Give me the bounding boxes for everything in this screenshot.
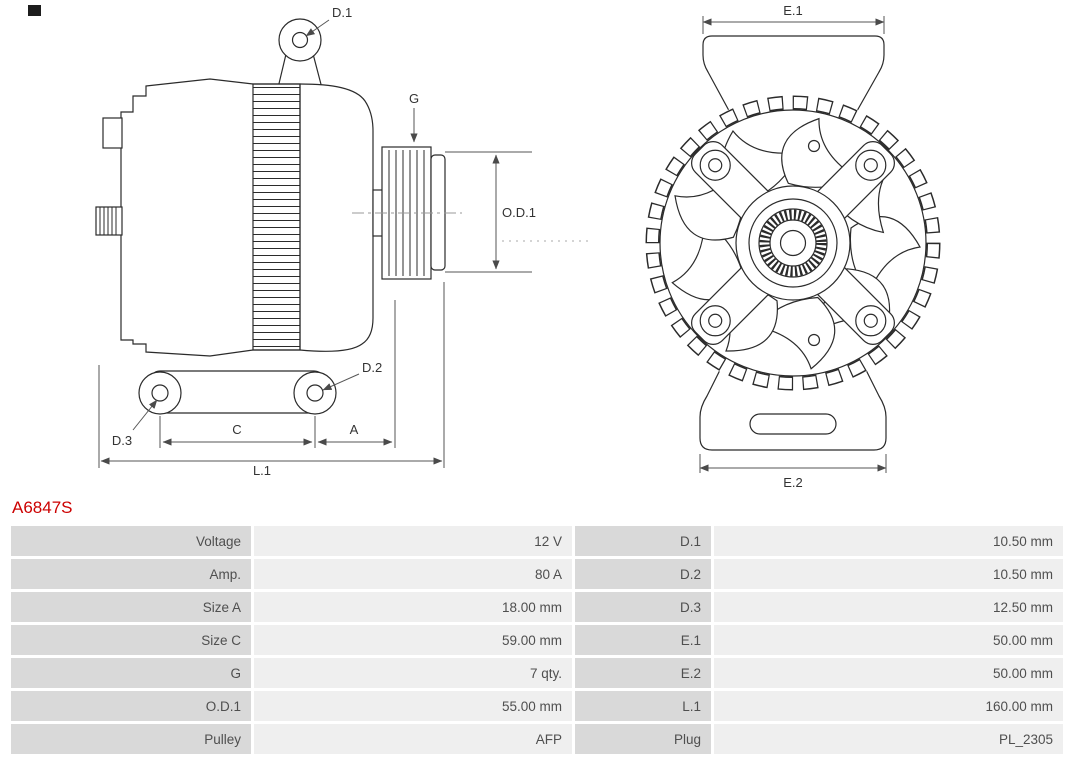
side-view-labels: D.1 G O.D.1 D.2 D.3 C A L.1 xyxy=(112,5,536,478)
spec-value-cell: 55.00 mm xyxy=(254,691,572,721)
small-bolt-bottom xyxy=(807,333,821,347)
dim-label-d3: D.3 xyxy=(112,433,132,448)
alternator-body xyxy=(120,78,374,357)
spec-label-cell: Pulley xyxy=(11,724,251,754)
bottom-slot xyxy=(749,413,837,435)
spec-value-cell: 10.50 mm xyxy=(714,559,1063,589)
mount-hole-d3 xyxy=(151,384,169,402)
vent-teeth-outline xyxy=(645,95,941,391)
spec-value-cell: 12 V xyxy=(254,526,572,556)
part-number: A6847S xyxy=(12,498,73,517)
spec-value-cell: 59.00 mm xyxy=(254,625,572,655)
front-view xyxy=(645,35,941,451)
spec-label-cell: E.1 xyxy=(575,625,711,655)
front-view-dimensions xyxy=(699,16,887,473)
spec-row: O.D.1 55.00 mm L.1 160.00 mm xyxy=(11,691,1063,721)
spec-label-cell: L.1 xyxy=(575,691,711,721)
spec-value-cell: 160.00 mm xyxy=(714,691,1063,721)
spec-value-cell: 50.00 mm xyxy=(714,625,1063,655)
side-view-dimensions xyxy=(98,19,592,468)
small-bolt-top xyxy=(807,139,821,153)
spec-label-cell: Size C xyxy=(11,625,251,655)
spec-label-cell: Voltage xyxy=(11,526,251,556)
spec-value-cell: 10.50 mm xyxy=(714,526,1063,556)
spec-label-cell: D.3 xyxy=(575,592,711,622)
spec-label-cell: O.D.1 xyxy=(11,691,251,721)
dim-label-e2: E.2 xyxy=(783,475,803,490)
spec-row: Size A 18.00 mm D.3 12.50 mm xyxy=(11,592,1063,622)
dim-label-g: G xyxy=(409,91,419,106)
front-view-labels: E.1 E.2 xyxy=(783,3,803,490)
spec-row: Pulley AFP Plug PL_2305 xyxy=(11,724,1063,754)
spec-value-cell: 18.00 mm xyxy=(254,592,572,622)
dim-label-d2: D.2 xyxy=(362,360,382,375)
spec-label-cell: D.1 xyxy=(575,526,711,556)
spec-label-cell: G xyxy=(11,658,251,688)
leader-d1 xyxy=(305,19,330,37)
leader-d2 xyxy=(322,373,360,391)
spec-value-cell: 80 A xyxy=(254,559,572,589)
spec-label-cell: D.2 xyxy=(575,559,711,589)
technical-drawing: D.1 G O.D.1 D.2 D.3 C A L.1 xyxy=(28,3,941,490)
spec-label-cell: E.2 xyxy=(575,658,711,688)
dim-label-d1: D.1 xyxy=(332,5,352,20)
spec-row: Amp. 80 A D.2 10.50 mm xyxy=(11,559,1063,589)
spec-row: Size C 59.00 mm E.1 50.00 mm xyxy=(11,625,1063,655)
spec-label-cell: Size A xyxy=(11,592,251,622)
spec-label-cell: Amp. xyxy=(11,559,251,589)
dim-label-c: C xyxy=(232,422,241,437)
spec-value-cell: 7 qty. xyxy=(254,658,572,688)
dim-label-a: A xyxy=(350,422,359,437)
mount-hole-d1-bore xyxy=(291,31,309,49)
spec-value-cell: PL_2305 xyxy=(714,724,1063,754)
dim-label-od1: O.D.1 xyxy=(502,205,536,220)
technical-drawing-svg: D.1 G O.D.1 D.2 D.3 C A L.1 xyxy=(28,3,941,490)
corner-mark xyxy=(28,5,41,16)
stator-fins xyxy=(252,83,301,351)
spec-value-cell: AFP xyxy=(254,724,572,754)
dim-label-e1: E.1 xyxy=(783,3,803,18)
side-view xyxy=(95,18,446,415)
spec-label-cell: Plug xyxy=(575,724,711,754)
spec-row: G 7 qty. E.2 50.00 mm xyxy=(11,658,1063,688)
mount-hole-d2 xyxy=(306,384,324,402)
connector xyxy=(102,117,123,149)
terminal-knurl xyxy=(99,207,117,235)
spec-value-cell: 50.00 mm xyxy=(714,658,1063,688)
shaft-knurl xyxy=(759,209,827,277)
dim-label-l1: L.1 xyxy=(253,463,271,478)
spec-row: Voltage 12 V D.1 10.50 mm xyxy=(11,526,1063,556)
leader-d3 xyxy=(132,399,158,431)
shaft-bore xyxy=(779,229,807,257)
spec-value-cell: 12.50 mm xyxy=(714,592,1063,622)
spec-table: Voltage 12 V D.1 10.50 mm Amp. 80 A D.2 … xyxy=(8,523,1066,757)
